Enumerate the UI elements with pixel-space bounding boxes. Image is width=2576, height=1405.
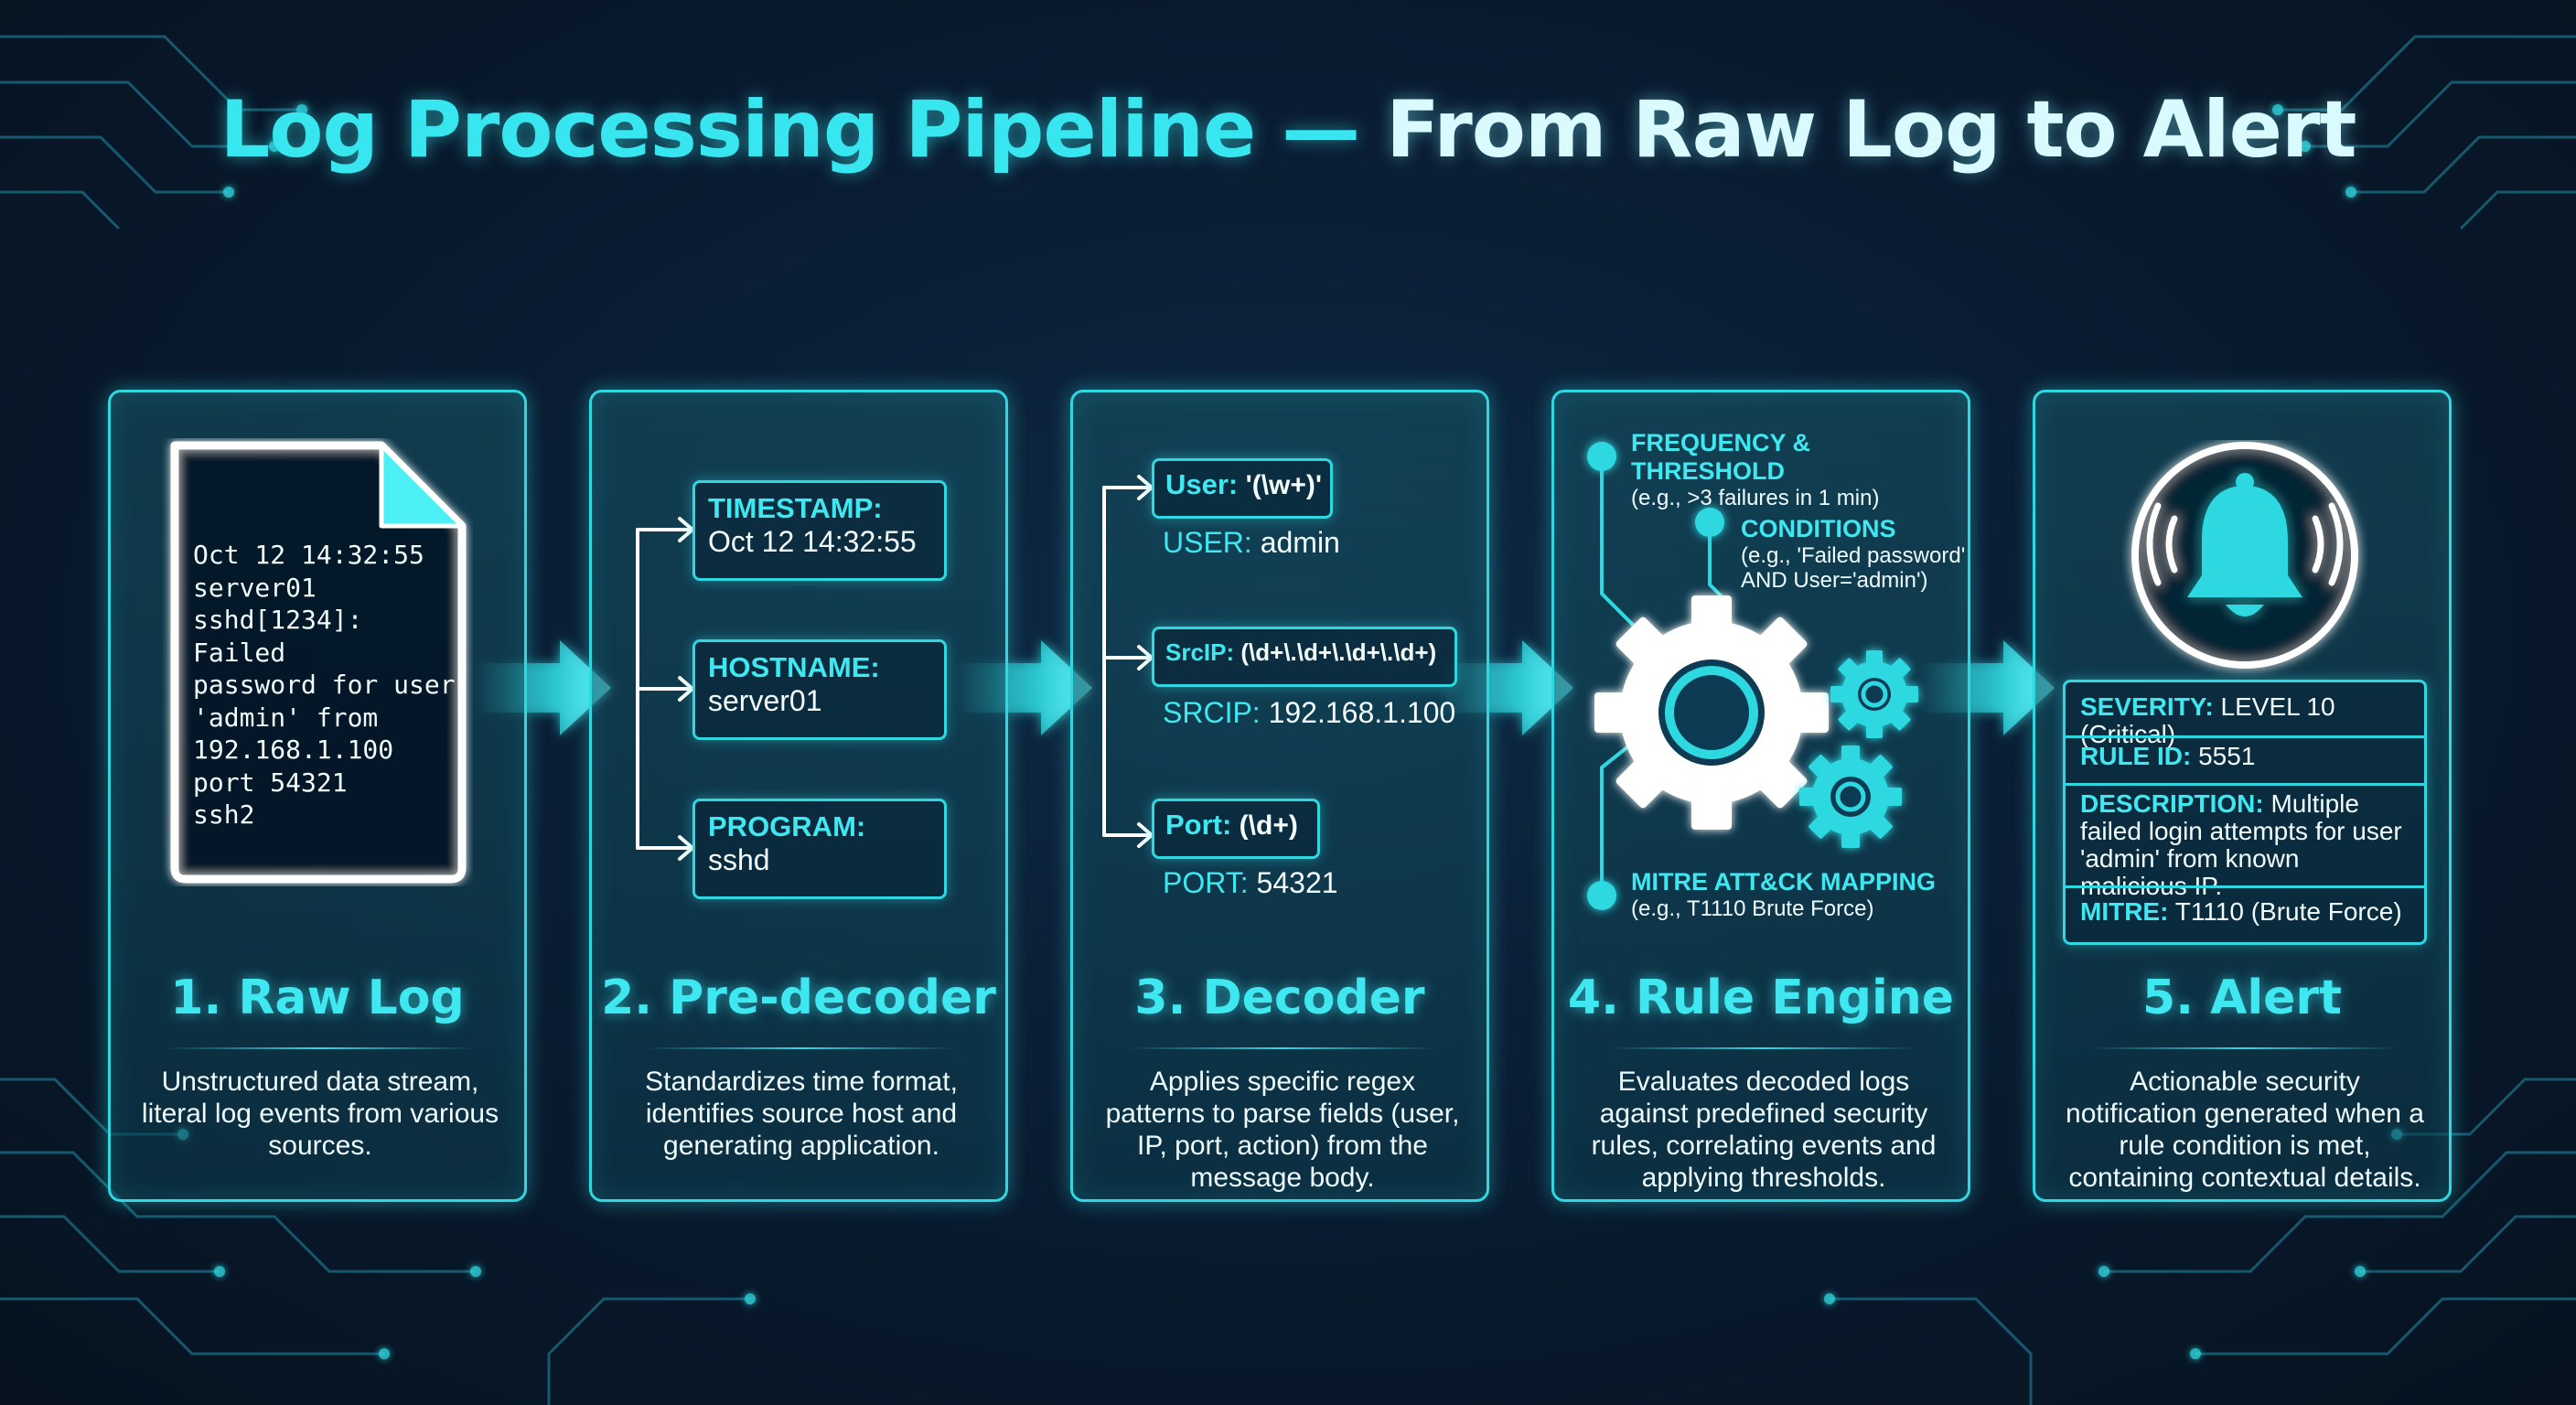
bell-icon — [2131, 442, 2358, 669]
alert-value: 5551 — [2191, 742, 2256, 770]
divider — [647, 1047, 956, 1049]
document-icon — [170, 441, 467, 884]
stage-pre-decoder: TIMESTAMP: Oct 12 14:32:55 HOSTNAME: ser… — [589, 390, 1008, 1202]
alert-key: RULE ID: — [2080, 742, 2192, 770]
user-result: USER: admin — [1163, 526, 1340, 560]
rule-label: CONDITIONS — [1741, 515, 1896, 542]
field-label: HOSTNAME: — [708, 651, 880, 683]
stage-description: Standardizes time format, identifies sou… — [645, 1067, 958, 1161]
stage-rule-engine: FREQUENCY & THRESHOLD (e.g., >3 failures… — [1551, 390, 1970, 1202]
result-key: USER: — [1163, 526, 1252, 559]
rule-sub: (e.g., 'Failed password' — [1741, 543, 1966, 568]
divider — [2090, 1047, 2399, 1049]
regex-srcip-box: SrcIP: (\d+\.\d+\.\d+\.\d+) — [1152, 627, 1457, 687]
rule-sub: (e.g., >3 failures in 1 min) — [1631, 486, 1880, 510]
gears-icon — [1587, 442, 1918, 910]
rule-sub: AND User='admin') — [1741, 568, 1928, 593]
pattern-label: User: — [1165, 468, 1239, 500]
field-value: server01 — [708, 684, 822, 717]
alert-value: Multiple failed login attempts for user … — [2080, 789, 2402, 900]
branch-connector — [636, 517, 694, 861]
alert-rule-id: RULE ID: 5551 — [2066, 743, 2424, 770]
alert-value: LEVEL 10 (Critical) — [2080, 692, 2335, 748]
stage-decoder: User: '(\w+)' USER: admin SrcIP: (\d+\.\… — [1070, 390, 1489, 1202]
alert-details: SEVERITY: LEVEL 10 (Critical) RULE ID: 5… — [2063, 680, 2427, 945]
regex-user-box: User: '(\w+)' — [1152, 458, 1333, 519]
divider — [1128, 1047, 1437, 1049]
field-value: Oct 12 14:32:55 — [708, 525, 917, 558]
alert-key: MITRE: — [2080, 897, 2169, 926]
raw-log-text: Oct 12 14:32:55 server01 sshd[1234]: Fai… — [193, 540, 456, 830]
alert-severity: SEVERITY: LEVEL 10 (Critical) — [2066, 693, 2424, 748]
pattern-regex: '(\w+)' — [1238, 470, 1323, 500]
divider — [1609, 1047, 1918, 1049]
branch-connector — [1102, 475, 1154, 848]
srcip-result: SRCIP: 192.168.1.100 — [1163, 696, 1455, 730]
stage-description: Evaluates decoded logs against predefine… — [1591, 1067, 1937, 1193]
rule-label: MITRE ATT&CK MAPPING — [1631, 868, 1936, 896]
title-part-1: Log Processing Pipeline — — [220, 84, 1361, 176]
divider — [2066, 735, 2424, 738]
field-label: TIMESTAMP: — [708, 492, 883, 524]
pattern-label: SrcIP: — [1165, 638, 1235, 666]
alert-value: T1110 (Brute Force) — [2168, 897, 2402, 926]
port-result: PORT: 54321 — [1163, 866, 1338, 900]
divider — [2066, 783, 2424, 786]
result-key: SRCIP: — [1163, 696, 1261, 729]
stage-description: Actionable security notification generat… — [2066, 1067, 2424, 1193]
alert-description: DESCRIPTION: Multiple failed login attem… — [2066, 790, 2424, 900]
stage-description: Applies specific regex patterns to parse… — [1105, 1067, 1460, 1193]
pattern-regex: (\d+\.\d+\.\d+\.\d+) — [1234, 638, 1437, 666]
pattern-regex: (\d+) — [1231, 810, 1298, 841]
program-box: PROGRAM: sshd — [692, 799, 947, 899]
stage-description: Unstructured data stream, literal log ev… — [141, 1067, 499, 1161]
stage-heading: 2. Pre-decoder — [601, 971, 996, 1025]
stage-heading: 4. Rule Engine — [1567, 971, 1955, 1025]
stage-heading: 5. Alert — [2142, 971, 2342, 1025]
alert-key: SEVERITY: — [2080, 692, 2214, 721]
timestamp-box: TIMESTAMP: Oct 12 14:32:55 — [692, 480, 947, 581]
rule-label: FREQUENCY & THRESHOLD — [1631, 429, 1811, 485]
title-part-2: From Raw Log to Alert — [1359, 84, 2356, 176]
hostname-box: HOSTNAME: server01 — [692, 639, 947, 740]
stage-heading: 3. Decoder — [1134, 971, 1425, 1025]
stage-heading: 1. Raw Log — [170, 971, 465, 1025]
regex-port-box: Port: (\d+) — [1152, 799, 1320, 859]
rule-conditions: CONDITIONS (e.g., 'Failed password' AND … — [1741, 515, 1965, 593]
page-title: Log Processing Pipeline — From Raw Log t… — [0, 84, 2576, 176]
rule-sub: (e.g., T1110 Brute Force) — [1631, 896, 1874, 921]
alert-key: DESCRIPTION: — [2080, 789, 2264, 818]
divider — [166, 1047, 475, 1049]
stage-alert: SEVERITY: LEVEL 10 (Critical) RULE ID: 5… — [2033, 390, 2452, 1202]
stage-raw-log: Oct 12 14:32:55 server01 sshd[1234]: Fai… — [108, 390, 527, 1202]
alert-mitre: MITRE: T1110 (Brute Force) — [2066, 898, 2424, 926]
field-value: sshd — [708, 843, 770, 876]
result-value: 192.168.1.100 — [1260, 696, 1456, 729]
pattern-label: Port: — [1165, 809, 1232, 841]
result-value: admin — [1251, 526, 1340, 559]
rule-mitre: MITRE ATT&CK MAPPING (e.g., T1110 Brute … — [1631, 868, 1936, 921]
field-label: PROGRAM: — [708, 810, 866, 842]
divider — [2066, 885, 2424, 888]
rule-frequency: FREQUENCY & THRESHOLD (e.g., >3 failures… — [1631, 429, 1968, 510]
result-value: 54321 — [1248, 866, 1338, 899]
result-key: PORT: — [1163, 866, 1249, 899]
